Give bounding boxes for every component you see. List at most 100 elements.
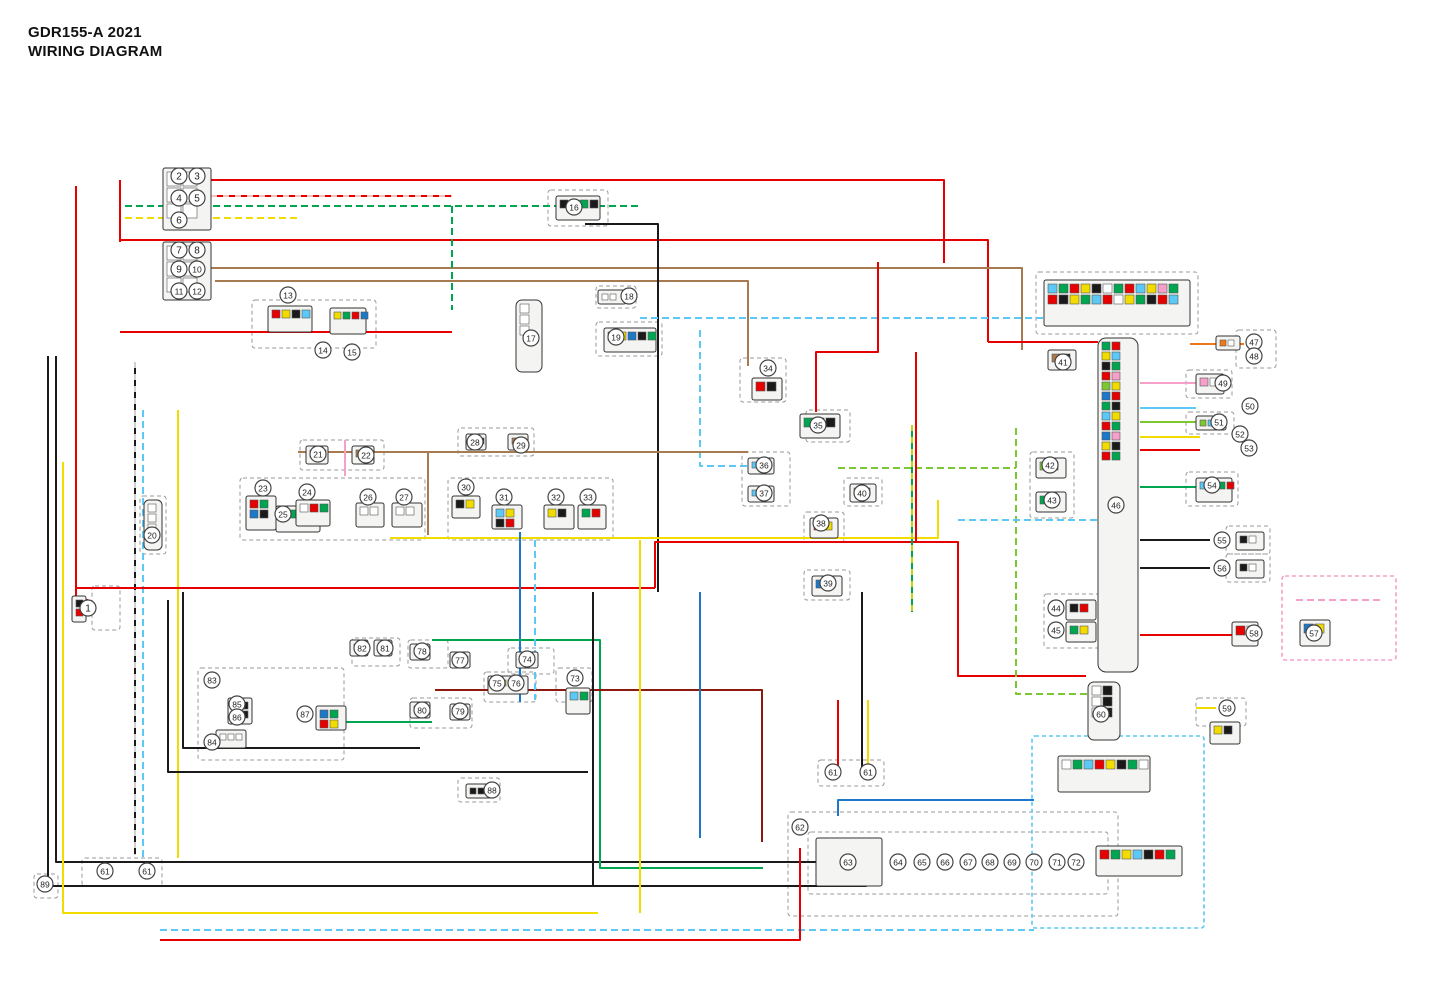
component-marker[interactable]	[1240, 439, 1258, 457]
component-marker[interactable]	[507, 674, 525, 692]
component-marker[interactable]	[959, 853, 977, 871]
component-marker[interactable]	[279, 286, 297, 304]
component-65[interactable]: 65	[913, 853, 931, 871]
component-25[interactable]: 25	[274, 505, 292, 523]
component-31[interactable]: 31	[495, 488, 513, 506]
component-87[interactable]: 87	[296, 705, 314, 723]
component-marker[interactable]	[565, 198, 583, 216]
component-44[interactable]: 44	[1047, 599, 1065, 617]
component-marker[interactable]	[1305, 624, 1323, 642]
component-marker[interactable]	[824, 763, 842, 781]
component-marker[interactable]	[395, 488, 413, 506]
component-marker[interactable]	[512, 436, 530, 454]
component-marker[interactable]	[1025, 853, 1043, 871]
component-61[interactable]: 61	[824, 763, 842, 781]
component-marker[interactable]	[359, 488, 377, 506]
component-20[interactable]: 20	[143, 526, 161, 544]
component-marker[interactable]	[1054, 353, 1072, 371]
component-71[interactable]: 71	[1048, 853, 1066, 871]
component-marker[interactable]	[353, 639, 371, 657]
component-marker[interactable]	[1003, 853, 1021, 871]
component-62[interactable]: 62	[791, 818, 809, 836]
component-marker[interactable]	[466, 433, 484, 451]
component-61[interactable]: 61	[96, 862, 114, 880]
component-marker[interactable]	[1245, 624, 1263, 642]
component-52[interactable]: 52	[1231, 425, 1249, 443]
component-marker[interactable]	[1213, 531, 1231, 549]
component-marker[interactable]	[1218, 699, 1236, 717]
component-marker[interactable]	[188, 241, 206, 259]
component-45[interactable]: 45	[1047, 621, 1065, 639]
component-marker[interactable]	[819, 574, 837, 592]
component-82[interactable]: 82	[353, 639, 371, 657]
component-marker[interactable]	[1067, 853, 1085, 871]
component-73[interactable]: 73	[566, 669, 584, 687]
component-28[interactable]: 28	[466, 433, 484, 451]
component-marker[interactable]	[188, 282, 206, 300]
component-marker[interactable]	[36, 875, 54, 893]
component-30[interactable]: 30	[457, 478, 475, 496]
component-marker[interactable]	[483, 781, 501, 799]
component-marker[interactable]	[812, 514, 830, 532]
component-marker[interactable]	[859, 763, 877, 781]
component-marker[interactable]	[607, 328, 625, 346]
component-76[interactable]: 76	[507, 674, 525, 692]
component-marker[interactable]	[298, 483, 316, 501]
component-marker[interactable]	[188, 260, 206, 278]
component-marker[interactable]	[457, 478, 475, 496]
component-marker[interactable]	[547, 488, 565, 506]
component-marker[interactable]	[451, 651, 469, 669]
component-53[interactable]: 53	[1240, 439, 1258, 457]
component-68[interactable]: 68	[981, 853, 999, 871]
component-18[interactable]: 18	[620, 287, 638, 305]
component-marker[interactable]	[889, 853, 907, 871]
component-5[interactable]: 5	[188, 189, 206, 207]
component-marker[interactable]	[314, 341, 332, 359]
component-3[interactable]: 3	[188, 167, 206, 185]
component-61[interactable]: 61	[859, 763, 877, 781]
component-83[interactable]: 83	[203, 671, 221, 689]
component-marker[interactable]	[620, 287, 638, 305]
component-marker[interactable]	[1048, 853, 1066, 871]
component-marker[interactable]	[1213, 559, 1231, 577]
component-marker[interactable]	[755, 484, 773, 502]
component-74[interactable]: 74	[518, 650, 536, 668]
component-41[interactable]: 41	[1054, 353, 1072, 371]
component-19[interactable]: 19	[607, 328, 625, 346]
component-9[interactable]: 9	[170, 260, 188, 278]
component-23[interactable]: 23	[254, 479, 272, 497]
component-marker[interactable]	[1092, 705, 1110, 723]
component-marker[interactable]	[254, 479, 272, 497]
component-marker[interactable]	[1203, 476, 1221, 494]
component-marker[interactable]	[96, 862, 114, 880]
component-89[interactable]: 89	[36, 875, 54, 893]
component-marker[interactable]	[579, 488, 597, 506]
component-marker[interactable]	[170, 167, 188, 185]
component-42[interactable]: 42	[1041, 456, 1059, 474]
component-marker[interactable]	[1210, 413, 1228, 431]
component-marker[interactable]	[759, 359, 777, 377]
component-marker[interactable]	[274, 505, 292, 523]
component-79[interactable]: 79	[451, 702, 469, 720]
component-88[interactable]: 88	[483, 781, 501, 799]
component-marker[interactable]	[791, 818, 809, 836]
component-29[interactable]: 29	[512, 436, 530, 454]
component-marker[interactable]	[936, 853, 954, 871]
component-39[interactable]: 39	[819, 574, 837, 592]
component-marker[interactable]	[488, 674, 506, 692]
component-marker[interactable]	[809, 416, 827, 434]
component-21[interactable]: 21	[309, 445, 327, 463]
component-34[interactable]: 34	[759, 359, 777, 377]
component-marker[interactable]	[170, 189, 188, 207]
component-marker[interactable]	[1214, 374, 1232, 392]
component-marker[interactable]	[170, 211, 188, 229]
component-marker[interactable]	[170, 241, 188, 259]
component-17[interactable]: 17	[522, 329, 540, 347]
component-marker[interactable]	[755, 456, 773, 474]
component-marker[interactable]	[143, 526, 161, 544]
component-43[interactable]: 43	[1043, 491, 1061, 509]
component-51[interactable]: 51	[1210, 413, 1228, 431]
component-marker[interactable]	[518, 650, 536, 668]
component-72[interactable]: 72	[1067, 853, 1085, 871]
component-55[interactable]: 55	[1213, 531, 1231, 549]
